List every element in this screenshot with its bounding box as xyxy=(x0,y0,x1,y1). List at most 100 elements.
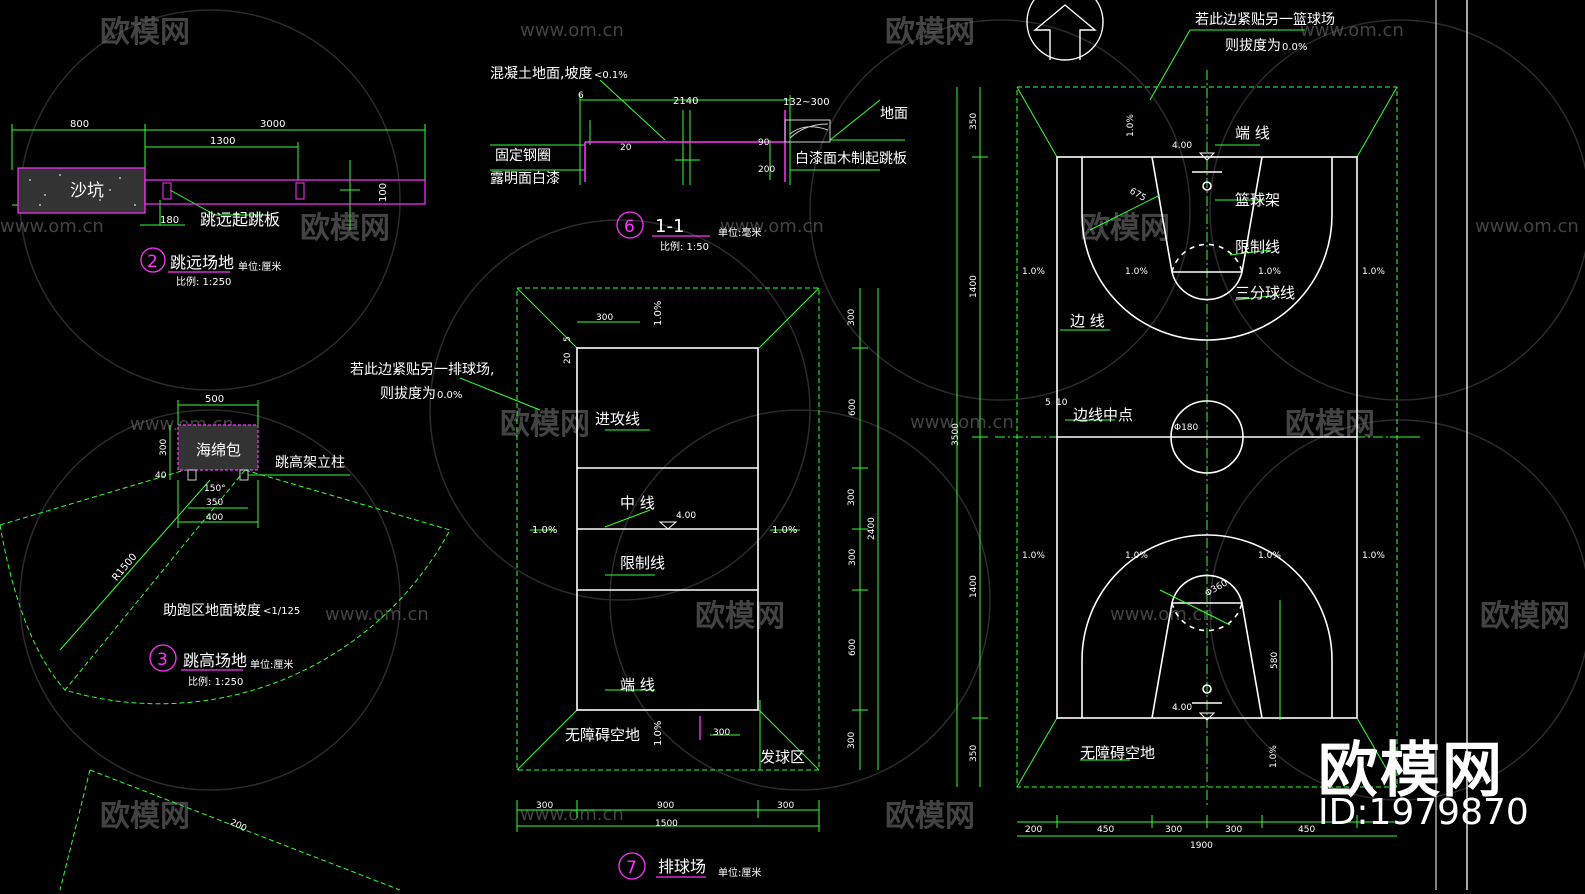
wood-board-label: 白漆面木制起跳板 xyxy=(795,151,907,167)
watermark-layer: 欧模网 www.om.cn 欧模网 www.om.cn 欧模网 www.om.c… xyxy=(0,9,1585,834)
center-line-label: 中 线 xyxy=(620,494,655,512)
slope-label: 1.0% xyxy=(1022,551,1045,561)
dim-300: 300 xyxy=(713,728,730,738)
corner-id-label: ID:1979870 xyxy=(1318,792,1529,833)
high-jump-drawing: 500 海绵包 跳高架立柱 300 40 150° 350 400 R1500 … xyxy=(0,394,451,891)
watermark-brand: 欧模网 xyxy=(1480,599,1570,634)
dim-300: 300 xyxy=(1225,825,1242,835)
dim-1300: 1300 xyxy=(210,136,235,147)
dim-4: 4.00 xyxy=(1172,141,1192,151)
dim-3000: 3000 xyxy=(260,119,285,130)
slope-label: 1.0% xyxy=(1126,114,1136,137)
dim-300: 300 xyxy=(1165,825,1182,835)
unit-label: 单位:毫米 xyxy=(718,226,761,239)
volleyball-note-line2: 则拔度为 xyxy=(380,386,436,402)
watermark-url: www.om.cn xyxy=(910,412,1014,433)
watermark-brand: 欧模网 xyxy=(885,15,975,50)
radius-label: R1500 xyxy=(110,552,139,584)
dim-200: 200 xyxy=(228,818,248,834)
sideline-label: 边 线 xyxy=(1070,312,1105,330)
slope-label: 1.0% xyxy=(1258,267,1281,277)
restrict-line-label: 限制线 xyxy=(620,554,665,572)
dim-300: 300 xyxy=(847,489,857,506)
watermark-url: www.om.cn xyxy=(520,804,624,825)
watermark-url: www.om.cn xyxy=(1110,604,1214,625)
north-arrow-icon xyxy=(1026,0,1104,61)
sideline-midpoint-label: 边线中点 xyxy=(1073,406,1133,424)
dim-350: 350 xyxy=(206,498,223,508)
dim-675: 675 xyxy=(1128,187,1148,204)
volleyball-note-value: 0.0% xyxy=(437,390,462,401)
high-jump-title: 跳高场地 xyxy=(183,651,247,670)
unit-label: 单位:厘米 xyxy=(238,260,281,273)
watermark-brand: 欧模网 xyxy=(500,407,590,442)
detail-number-circle xyxy=(140,247,166,273)
section-title: 1-1 xyxy=(655,216,684,237)
dim-800: 800 xyxy=(70,119,89,130)
slope-label: 1.0% xyxy=(1258,551,1281,561)
dim-4: 4.00 xyxy=(676,511,696,521)
dim-580: 580 xyxy=(1270,652,1280,669)
detail-number-circle xyxy=(618,852,646,880)
unit-label: 单位:厘米 xyxy=(250,658,293,671)
watermark-url: www.om.cn xyxy=(1475,216,1579,237)
detail-number: 3 xyxy=(157,650,168,670)
dim-40: 40 xyxy=(155,471,167,481)
steel-ring-label: 固定钢圈 xyxy=(495,148,551,164)
slope-label: <0.1% xyxy=(594,70,628,81)
free-zone-label: 无障碍空地 xyxy=(1080,744,1155,762)
dim-20: 20 xyxy=(563,352,573,364)
slope-label: 1.0% xyxy=(653,721,664,746)
dim-200: 200 xyxy=(758,165,775,175)
slope-label: 1.0% xyxy=(1022,267,1045,277)
watermark-brand: 欧模网 xyxy=(885,799,975,834)
slope-label: 1.0% xyxy=(1125,267,1148,277)
dim-400: 400 xyxy=(206,513,223,523)
post-label: 跳高架立柱 xyxy=(275,454,345,471)
long-jump-title: 跳远场地 xyxy=(170,253,234,272)
watermark-brand: 欧模网 xyxy=(100,15,190,50)
basketball-note-line1: 若此边紧贴另一篮球场 xyxy=(1195,12,1335,28)
concrete-label: 混凝土地面,坡度 xyxy=(490,66,592,82)
slope-label: 1.0% xyxy=(1125,551,1148,561)
dim-2400: 2400 xyxy=(867,517,877,540)
dim-350: 350 xyxy=(969,745,979,762)
dim-350: 350 xyxy=(969,113,979,130)
dim-300: 300 xyxy=(777,801,794,811)
dim-5: 5 xyxy=(563,336,573,342)
volleyball-court-drawing: 若此边紧贴另一排球场, 则拔度为 0.0% 进攻线 中 线 限制线 端 线 无障… xyxy=(350,287,879,880)
watermark-brand: 欧模网 xyxy=(1285,407,1375,442)
runway-slope: <1/125 xyxy=(263,606,300,617)
dim-20: 20 xyxy=(620,143,632,153)
sand-pit-label: 沙坑 xyxy=(70,181,104,201)
runway-label: 助跑区地面坡度 xyxy=(163,603,261,619)
dim-300: 300 xyxy=(596,313,613,323)
dim-450: 450 xyxy=(1298,825,1315,835)
volleyball-note-line1: 若此边紧贴另一排球场, xyxy=(350,362,494,378)
dim-1900: 1900 xyxy=(1190,841,1213,851)
dim-4: 4.00 xyxy=(1172,703,1192,713)
watermark-brand: 欧模网 xyxy=(695,599,785,634)
free-zone-label: 无障碍空地 xyxy=(565,726,640,744)
slope-label: 1.0% xyxy=(532,525,557,536)
dim-1400: 1400 xyxy=(969,575,979,598)
long-jump-drawing: 沙坑 跳远起跳板 800 3000 1300 180 100 2 跳远场地 单位… xyxy=(11,119,426,288)
watermark-url: www.om.cn xyxy=(520,20,624,41)
end-line-label: 端 线 xyxy=(620,676,655,694)
detail-number-circle xyxy=(149,644,177,672)
dim-900: 900 xyxy=(657,801,674,811)
detail-number-circle xyxy=(616,211,644,239)
watermark-url: www.om.cn xyxy=(325,604,429,625)
dim-2140: 2140 xyxy=(673,96,698,107)
dim-600: 600 xyxy=(848,399,858,416)
detail-number: 2 xyxy=(147,252,158,272)
scale-label: 比例: 1:50 xyxy=(660,240,709,253)
dim-180: 180 xyxy=(160,215,179,226)
volleyball-title: 排球场 xyxy=(658,857,706,876)
dim-300: 300 xyxy=(847,732,857,749)
paint-label: 露明面白漆 xyxy=(490,171,560,187)
end-line-label: 端 线 xyxy=(1235,124,1270,142)
dim-100: 100 xyxy=(378,183,389,202)
scale-label: 比例: 1:250 xyxy=(176,275,231,288)
